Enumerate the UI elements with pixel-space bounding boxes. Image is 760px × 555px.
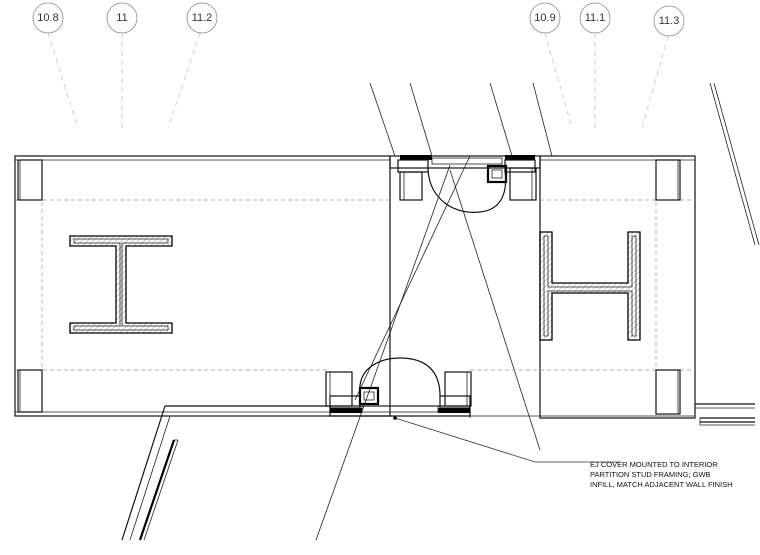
grid-bubble-10-8: 10.8	[32, 2, 79, 129]
grid-bubble-10-9: 10.9	[529, 2, 573, 129]
grid-label: 10.9	[534, 12, 555, 24]
grid-label: 11.3	[659, 15, 680, 27]
grid-label: 10.8	[37, 12, 58, 24]
column-blocks	[17, 159, 681, 415]
callout-line-2: PARTITION STUD FRAMING; GWB	[590, 470, 711, 479]
expansion-joint-top	[389, 155, 541, 213]
callout-note: EJ COVER MOUNTED TO INTERIOR PARTITION S…	[590, 460, 733, 489]
reference-lines	[315, 82, 760, 541]
steel-beam-right	[539, 231, 641, 341]
callout-line-1: EJ COVER MOUNTED TO INTERIOR	[590, 460, 718, 469]
steel-beam-left	[69, 235, 173, 334]
grid-label: 11.1	[585, 12, 606, 24]
grid-bubble-11-2: 11.2	[167, 2, 218, 129]
structure-outline	[14, 155, 755, 541]
callout-leader	[393, 416, 620, 463]
grid-bubble-11: 11	[106, 2, 138, 128]
expansion-joint-bottom	[325, 357, 472, 417]
grid-label: 11	[116, 12, 127, 24]
grid-bubble-11-1: 11.1	[579, 2, 611, 128]
grid-bubble-11-3: 11.3	[641, 5, 685, 129]
grid-label: 11.2	[192, 12, 213, 24]
callout-line-3: INFILL, MATCH ADJACENT WALL FINISH	[590, 480, 733, 489]
